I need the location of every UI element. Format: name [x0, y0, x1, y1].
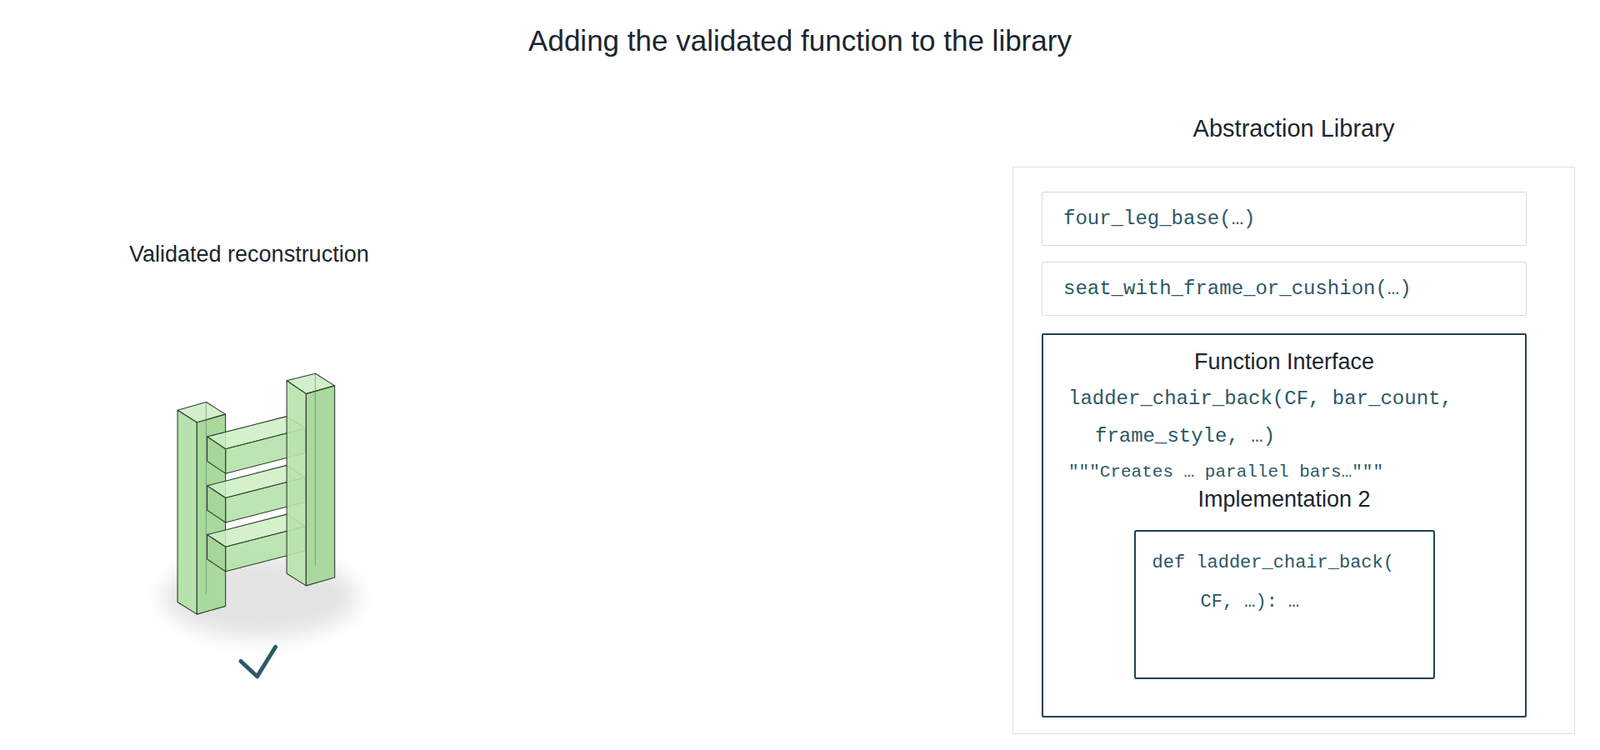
post-face	[177, 410, 197, 615]
docstring: """Creates … parallel bars…"""	[1068, 460, 1500, 485]
ladder-back-model	[177, 373, 335, 615]
post-face	[305, 385, 335, 586]
hidden-edge	[205, 401, 207, 594]
post-face	[286, 380, 306, 586]
diagram-title: Adding the validated function to the lib…	[0, 21, 1600, 60]
function-signature: seat_with_frame_or_cushion(…)	[1063, 263, 1412, 315]
hidden-edge	[315, 373, 316, 565]
function-signature: four_leg_base(…)	[1063, 193, 1255, 245]
check-mark	[240, 646, 276, 677]
implementation-block: Implementation 2def ladder_chair_back( C…	[1134, 485, 1435, 680]
code-box: def ladder_chair_back( CF, …): …	[1134, 530, 1435, 680]
panel-heading: Abstraction Library	[1012, 108, 1575, 167]
panel-frame: four_leg_base(…) seat_with_frame_or_cushi…	[1012, 166, 1575, 735]
library-panel: Abstraction Library four_leg_base(…) seat_…	[1012, 108, 1575, 735]
box-heading: Function Interface	[1068, 345, 1500, 379]
function-interface-box: Function Interfaceladder_chair_back(CF, …	[1041, 333, 1527, 718]
section-label: Validated reconstruction	[129, 239, 370, 270]
function-box: seat_with_frame_or_cushion(…)	[1041, 261, 1527, 316]
implementation-heading: Implementation 2	[1084, 485, 1485, 514]
function-box: four_leg_base(…)	[1041, 191, 1527, 246]
function-signature: ladder_chair_back(CF, bar_count, frame_s…	[1068, 380, 1454, 455]
